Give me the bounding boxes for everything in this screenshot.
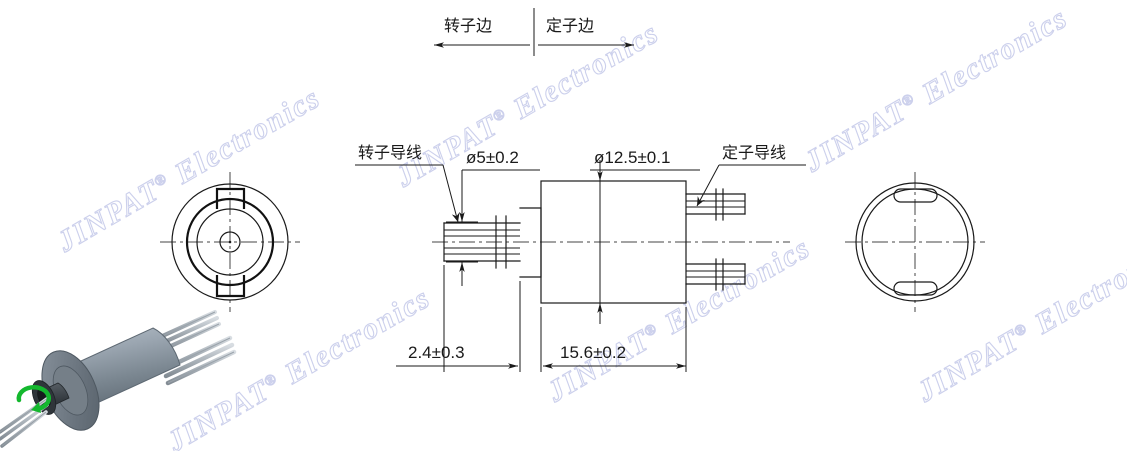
render-body [41,327,181,431]
rotor-lead-callout: 转子导线 [355,143,460,223]
rotor-lead-label: 转子导线 [358,143,422,162]
rotor-end-view [160,172,300,312]
top-notch [215,187,246,209]
rotation-arrow-icon [16,385,52,413]
body-rectangle [540,180,687,304]
stator-wire-bundle-upper [685,188,746,221]
dim-body-diameter: ø12.5±0.1 [590,148,700,324]
dim-body-length-text: 15.6±0.2 [560,343,626,362]
dim-rotor-shaft-diameter: ø5±0.2 [446,148,540,286]
outer-circle [171,183,289,301]
rotor-side-label: 转子边 [444,16,492,35]
dim-rotor-length-text: 2.4±0.3 [408,343,465,362]
stator-side-label: 定子边 [546,16,594,35]
bottom-notch [215,275,246,298]
bottom-slot [893,281,938,296]
body-outline [540,180,687,304]
hub-circle [219,231,241,253]
top-slot [893,188,938,203]
thick-mid-circle [185,197,275,287]
stator-lead-label: 定子导线 [722,143,786,162]
stator-lead-callout: 定子导线 [696,143,806,207]
inner-circle [196,208,264,276]
callout-leader [442,164,460,223]
rotor-wire-bundle [443,215,521,269]
dim-rotor-shaft-diameter-text: ø5±0.2 [466,148,519,167]
stator-end-view [845,172,985,312]
callout-leader [696,164,720,207]
dim-body-diameter-text: ø12.5±0.1 [594,148,670,167]
side-section-view [432,180,790,304]
center-dot [228,240,232,244]
dim-lengths: 2.4±0.3 15.6±0.2 [396,265,687,372]
stator-wire-bundle-lower [685,258,746,291]
header-rotor-stator-indicator: 转子边 定子边 [434,8,634,56]
outer-circle [855,182,975,302]
